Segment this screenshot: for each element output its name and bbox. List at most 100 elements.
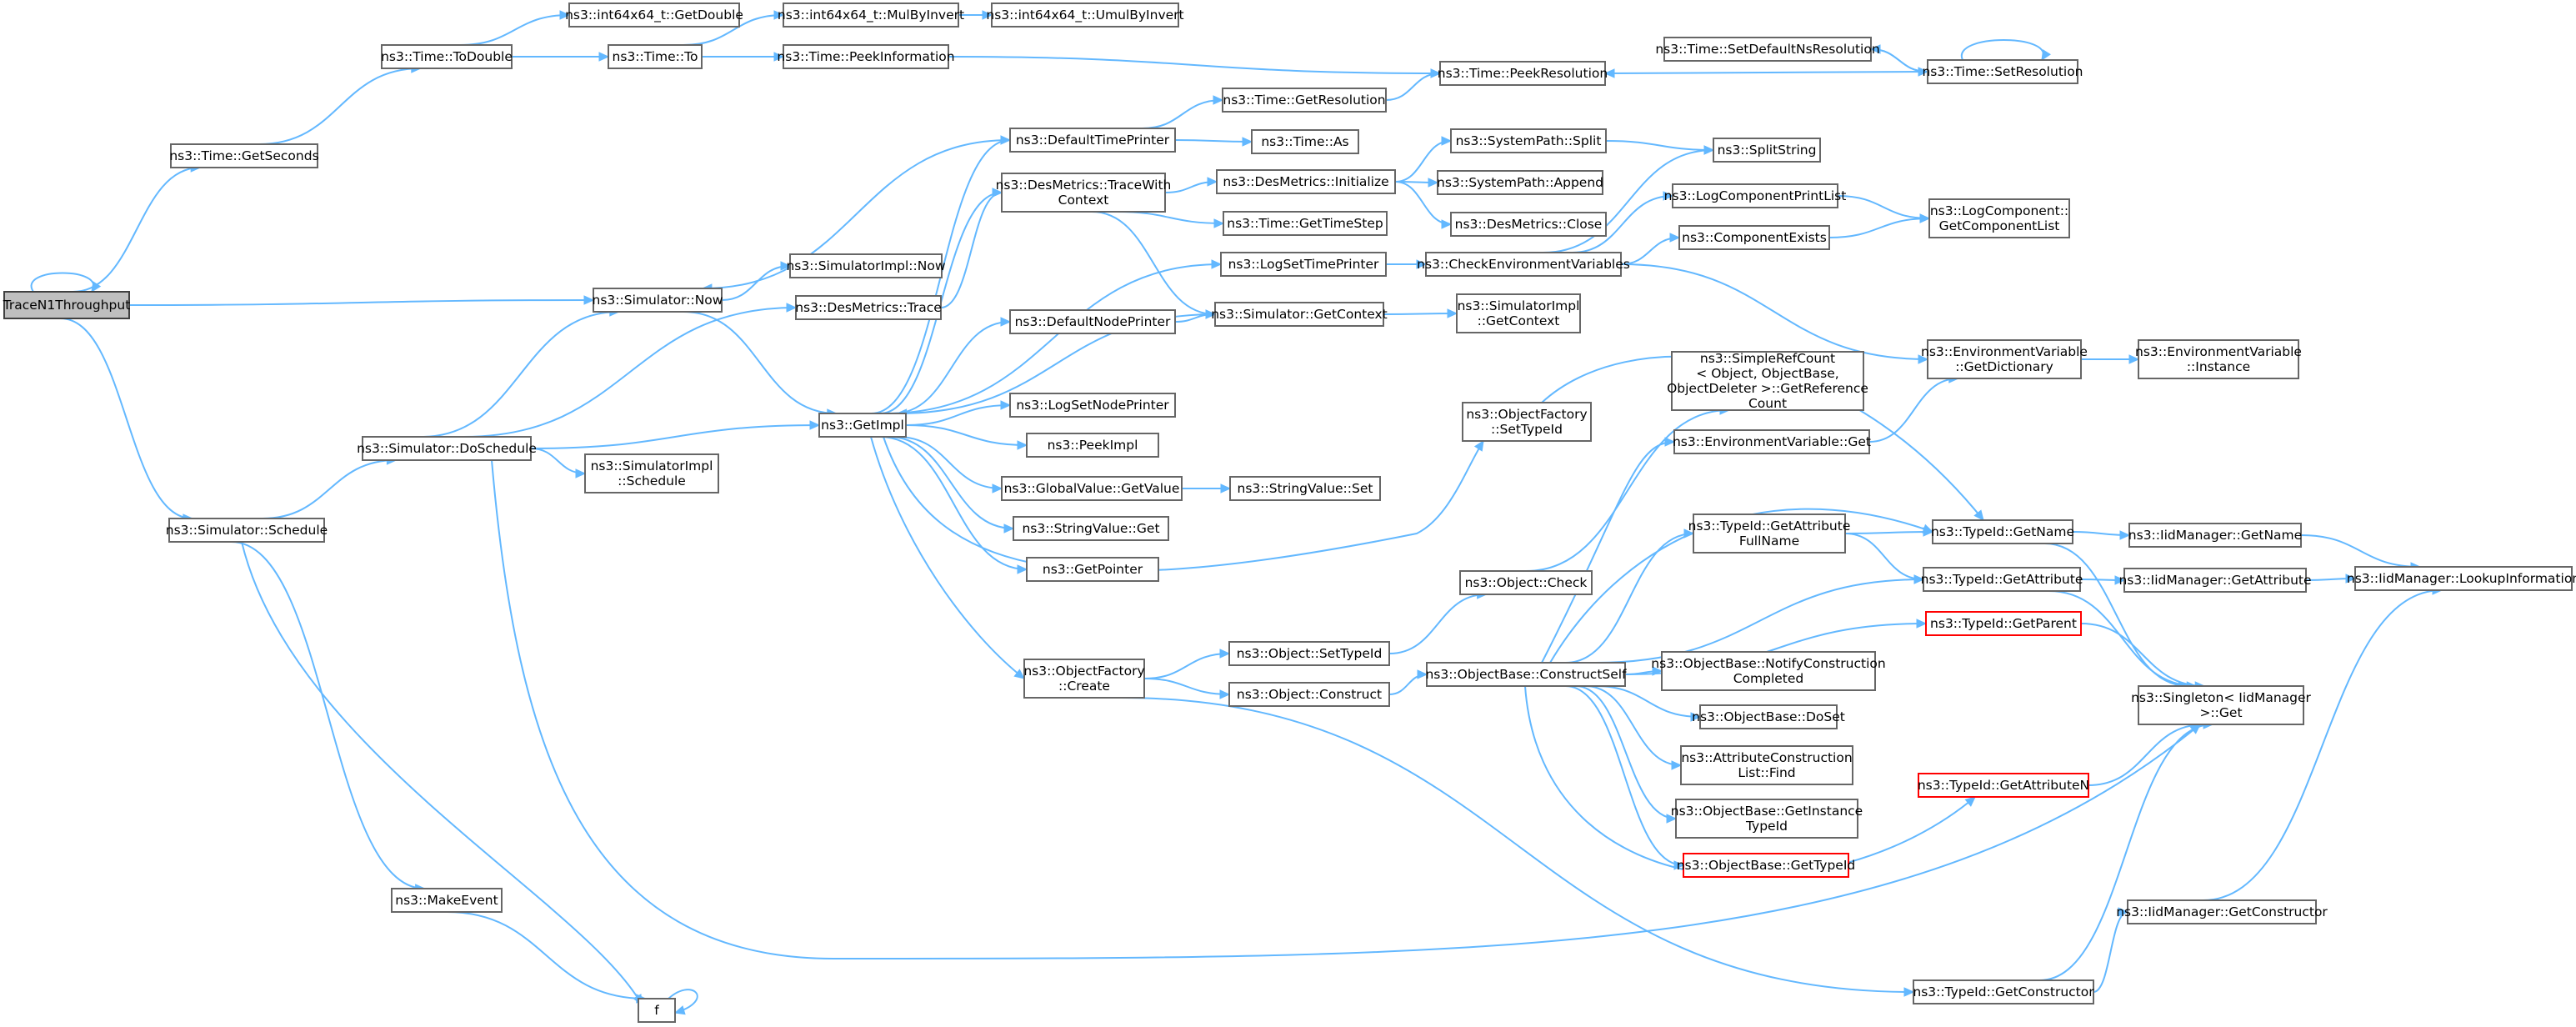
node-box xyxy=(1678,225,1830,250)
node-label: ns3::Singleton< IidManager xyxy=(2131,690,2311,705)
node-umul-by-invert[interactable]: ns3::int64x64_t::UmulByInvert xyxy=(986,3,1184,28)
node-globalvalue-getvalue[interactable]: ns3::GlobalValue::GetValue xyxy=(1001,476,1183,501)
node-iidmanager-getattribute[interactable]: ns3::IidManager::GetAttribute xyxy=(2118,568,2312,593)
node-f[interactable]: f xyxy=(638,998,676,1023)
edge-makeevent-f xyxy=(446,911,648,1004)
node-time-to[interactable]: ns3::Time::To xyxy=(608,44,703,69)
edge-getcontext-simimplgetcontext xyxy=(1383,308,1458,318)
node-iidmanager-getname[interactable]: ns3::IidManager::GetName xyxy=(2128,523,2302,548)
node-object-settypeid[interactable]: ns3::Object::SetTypeId xyxy=(1228,641,1390,666)
node-env-get-dictionary[interactable]: ns3::EnvironmentVariable::GetDictionary xyxy=(1921,339,2088,379)
node-label: ns3::Object::Construct xyxy=(1237,687,1382,702)
node-mul-by-invert[interactable]: ns3::int64x64_t::MulByInvert xyxy=(778,3,964,28)
node-objectbase-notify[interactable]: ns3::ObjectBase::NotifyConstructionCompl… xyxy=(1651,651,1886,691)
node-desmetrics-initialize[interactable]: ns3::DesMetrics::Initialize xyxy=(1216,169,1396,194)
node-singleton-get[interactable]: ns3::Singleton< IidManager>::Get xyxy=(2131,685,2312,725)
node-stringvalue-get[interactable]: ns3::StringValue::Get xyxy=(1013,516,1169,541)
node-get-impl[interactable]: ns3::GetImpl xyxy=(818,413,907,438)
node-to-double[interactable]: ns3::Time::ToDouble xyxy=(381,44,513,69)
node-object-construct[interactable]: ns3::Object::Construct xyxy=(1228,682,1390,707)
node-simulator-now[interactable]: ns3::Simulator::Now xyxy=(593,288,723,313)
node-objectbase-doset[interactable]: ns3::ObjectBase::DoSet xyxy=(1692,704,1845,729)
node-box xyxy=(818,413,907,438)
node-simimpl-schedule[interactable]: ns3::SimulatorImpl::Schedule xyxy=(584,453,719,493)
node-box xyxy=(1223,211,1388,236)
node-iidmanager-getconstructor[interactable]: ns3::IidManager::GetConstructor xyxy=(2116,899,2328,924)
node-iidmanager-lookupinfo[interactable]: ns3::IidManager::LookupInformation xyxy=(2347,566,2576,591)
node-get-time-step[interactable]: ns3::Time::GetTimeStep xyxy=(1223,211,1388,236)
node-label: ns3::Time::GetSeconds xyxy=(169,148,318,163)
node-box xyxy=(1229,476,1381,501)
node-time-as[interactable]: ns3::Time::As xyxy=(1251,129,1359,154)
node-log-component-get-list[interactable]: ns3::LogComponent::GetComponentList xyxy=(1928,198,2070,238)
node-get-resolution[interactable]: ns3::Time::GetResolution xyxy=(1222,88,1387,113)
edge-getattributen-singleton xyxy=(2088,719,2206,786)
node-objectfactory-settypeid[interactable]: ns3::ObjectFactory::SetTypeId xyxy=(1462,402,1592,442)
node-env-instance[interactable]: ns3::EnvironmentVariable::Instance xyxy=(2135,339,2302,379)
node-check-env-vars[interactable]: ns3::CheckEnvironmentVariables xyxy=(1417,252,1630,277)
node-set-resolution[interactable]: ns3::Time::SetResolution xyxy=(1922,59,2083,84)
node-label: ns3::SimulatorImpl xyxy=(1458,298,1580,313)
call-edges xyxy=(30,10,2443,1015)
node-default-node-printer[interactable]: ns3::DefaultNodePrinter xyxy=(1009,309,1176,334)
node-box xyxy=(1009,309,1176,334)
node-label: ns3::SimulatorImpl::Now xyxy=(786,258,945,273)
node-label: ns3::Simulator::Now xyxy=(593,293,723,308)
node-log-set-time-printer[interactable]: ns3::LogSetTimePrinter xyxy=(1220,252,1387,277)
node-box xyxy=(1671,351,1864,411)
node-objectfactory-create[interactable]: ns3::ObjectFactory::Create xyxy=(1023,659,1145,699)
node-object-check[interactable]: ns3::Object::Check xyxy=(1459,570,1593,595)
node-peek-resolution[interactable]: ns3::Time::PeekResolution xyxy=(1438,61,1608,86)
node-set-default-ns-resolution[interactable]: ns3::Time::SetDefaultNsResolution xyxy=(1655,37,1880,62)
node-label: TraceN1Throughput xyxy=(3,298,131,313)
node-peek-information[interactable]: ns3::Time::PeekInformation xyxy=(777,44,955,69)
node-envvar-get[interactable]: ns3::EnvironmentVariable::Get xyxy=(1673,429,1871,454)
node-desmetrics-trace[interactable]: ns3::DesMetrics::Trace xyxy=(795,295,942,320)
node-simulator-getcontext[interactable]: ns3::Simulator::GetContext xyxy=(1211,302,1388,327)
node-split-string[interactable]: ns3::SplitString xyxy=(1713,138,1821,163)
edge-cs-doset xyxy=(1595,685,1702,722)
node-simulator-doschedule[interactable]: ns3::Simulator::DoSchedule xyxy=(357,436,537,461)
node-systempath-split[interactable]: ns3::SystemPath::Split xyxy=(1450,128,1607,153)
node-label: ns3::GetImpl xyxy=(821,418,904,433)
node-peek-impl[interactable]: ns3::PeekImpl xyxy=(1026,433,1159,458)
edge-getimpl-settypeid xyxy=(883,436,1484,572)
node-simimpl-getcontext[interactable]: ns3::SimulatorImpl::GetContext xyxy=(1456,293,1581,333)
node-make-event[interactable]: ns3::MakeEvent xyxy=(391,888,503,913)
node-log-component-print-list[interactable]: ns3::LogComponentPrintList xyxy=(1664,183,1847,208)
node-desmetrics-close[interactable]: ns3::DesMetrics::Close xyxy=(1450,212,1607,237)
node-box xyxy=(1426,662,1626,687)
node-get-seconds[interactable]: ns3::Time::GetSeconds xyxy=(169,143,319,168)
node-root[interactable]: TraceN1Throughput xyxy=(3,291,131,319)
node-simulator-schedule[interactable]: ns3::Simulator::Schedule xyxy=(166,518,328,543)
node-systempath-append[interactable]: ns3::SystemPath::Append xyxy=(1437,170,1603,195)
node-component-exists[interactable]: ns3::ComponentExists xyxy=(1678,225,1830,250)
node-typeid-getattribute[interactable]: ns3::TypeId::GetAttribute xyxy=(1921,567,2083,592)
node-simimpl-now[interactable]: ns3::SimulatorImpl::Now xyxy=(786,253,946,278)
node-label: ::GetContext xyxy=(1478,313,1560,328)
node-default-time-printer[interactable]: ns3::DefaultTimePrinter xyxy=(1009,128,1176,153)
node-simplerefcount-getref[interactable]: ns3::SimpleRefCount< Object, ObjectBase,… xyxy=(1667,351,1868,411)
node-typeid-getparent[interactable]: ns3::TypeId::GetParent xyxy=(1925,611,2082,636)
node-label: ns3::DesMetrics::Trace xyxy=(795,300,942,315)
node-label: ns3::Time::PeekInformation xyxy=(777,49,954,64)
edge-todouble-getdouble xyxy=(459,10,571,46)
node-label: ns3::LogSetTimePrinter xyxy=(1228,257,1379,272)
node-box xyxy=(1925,611,2082,636)
node-typeid-getattributen[interactable]: ns3::TypeId::GetAttributeN xyxy=(1918,773,2089,798)
node-get-pointer[interactable]: ns3::GetPointer xyxy=(1026,557,1159,582)
node-log-set-node-printer[interactable]: ns3::LogSetNodePrinter xyxy=(1009,393,1176,418)
node-objectbase-gettypeid[interactable]: ns3::ObjectBase::GetTypeId xyxy=(1677,853,1856,878)
node-get-double[interactable]: ns3::int64x64_t::GetDouble xyxy=(565,3,743,28)
node-label: ns3::StringValue::Set xyxy=(1238,481,1373,496)
node-typeid-getname[interactable]: ns3::TypeId::GetName xyxy=(1931,519,2074,544)
node-label: ns3::Object::SetTypeId xyxy=(1237,646,1383,661)
node-label: ns3::LogComponentPrintList xyxy=(1664,188,1847,203)
node-typeid-getconstructor[interactable]: ns3::TypeId::GetConstructor xyxy=(1913,979,2094,1004)
node-stringvalue-set[interactable]: ns3::StringValue::Set xyxy=(1229,476,1381,501)
node-objectbase-constructself[interactable]: ns3::ObjectBase::ConstructSelf xyxy=(1425,662,1627,687)
